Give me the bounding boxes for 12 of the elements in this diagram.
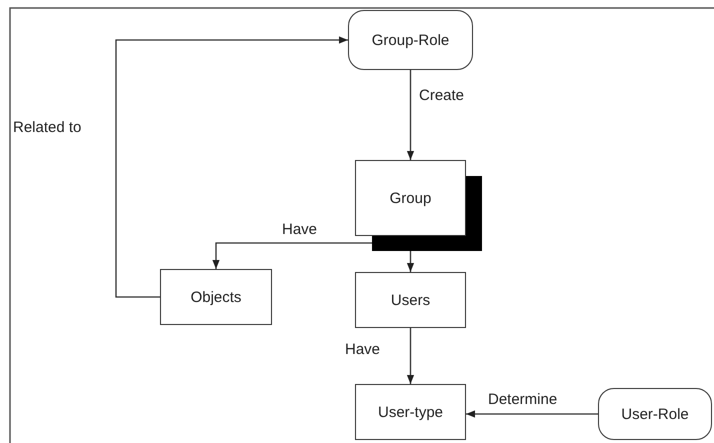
- arrow: [406, 251, 414, 272]
- entity-box: Objects: [160, 269, 272, 325]
- entity-box: User-type: [355, 384, 466, 440]
- arrow: [406, 70, 414, 160]
- arrow: [115, 36, 348, 298]
- entity-box: Users: [355, 272, 466, 328]
- entity-box: Group: [355, 160, 466, 236]
- role-rounded-box: User-Role: [598, 388, 712, 440]
- role-rounded-box: Group-Role: [348, 10, 473, 70]
- arrow: [406, 328, 414, 384]
- arrow: [466, 410, 598, 418]
- arrow: [212, 242, 372, 269]
